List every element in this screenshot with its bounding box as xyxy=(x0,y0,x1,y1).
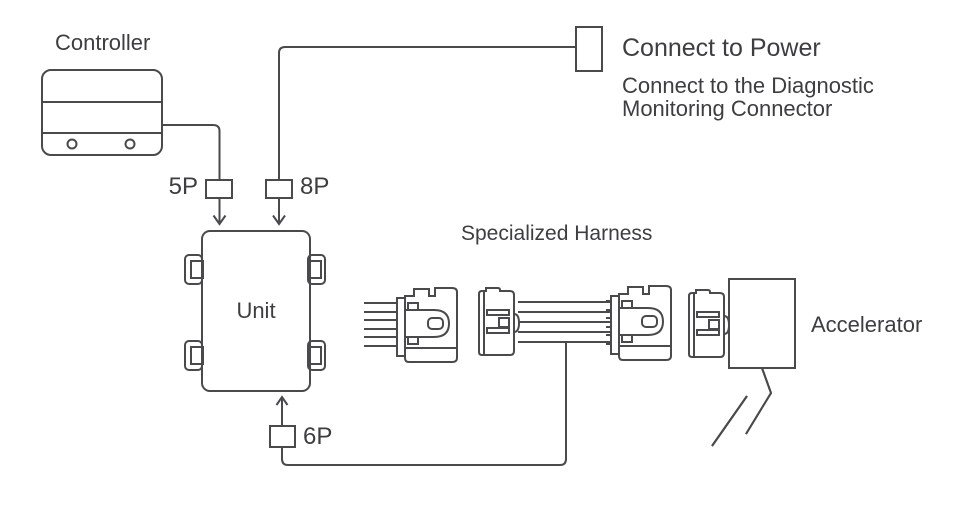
pin-label-8p: 8P xyxy=(300,173,330,200)
harness-female-connector-1 xyxy=(478,287,520,356)
pin-label-6p: 6P xyxy=(303,423,333,450)
harness-wires-middle xyxy=(518,301,612,343)
power-note-line2: Monitoring Connector xyxy=(622,96,833,121)
arrow-6p-to-unit xyxy=(275,395,289,426)
power-title-label: Connect to Power xyxy=(622,34,821,62)
harness-male-connector-1 xyxy=(391,287,458,363)
harness-male-connector-2 xyxy=(605,285,672,361)
pin-label-5p: 5P xyxy=(168,173,198,200)
harness-wires-left xyxy=(364,302,397,347)
unit-label: Unit xyxy=(236,298,276,324)
unit-box xyxy=(184,230,326,392)
accelerator-label: Accelerator xyxy=(811,312,923,337)
connector-5p xyxy=(205,179,233,199)
wire-6p-to-harness xyxy=(281,343,567,466)
accelerator-box xyxy=(728,278,796,369)
connector-8p xyxy=(265,179,293,199)
accelerator-pedal xyxy=(711,367,772,447)
controller-box xyxy=(41,69,163,156)
wire-controller-to-5p xyxy=(162,124,221,180)
power-note-line1: Connect to the Diagnostic xyxy=(622,73,874,98)
arrow-8p-to-unit xyxy=(272,198,286,226)
controller-label: Controller xyxy=(55,30,151,55)
power-connector-box xyxy=(575,26,603,72)
harness-label: Specialized Harness xyxy=(461,222,653,245)
arrow-5p-to-unit xyxy=(212,198,227,226)
wire-8p-to-power xyxy=(278,46,576,180)
connector-6p xyxy=(269,425,296,448)
harness-female-connector-2 xyxy=(688,289,730,358)
